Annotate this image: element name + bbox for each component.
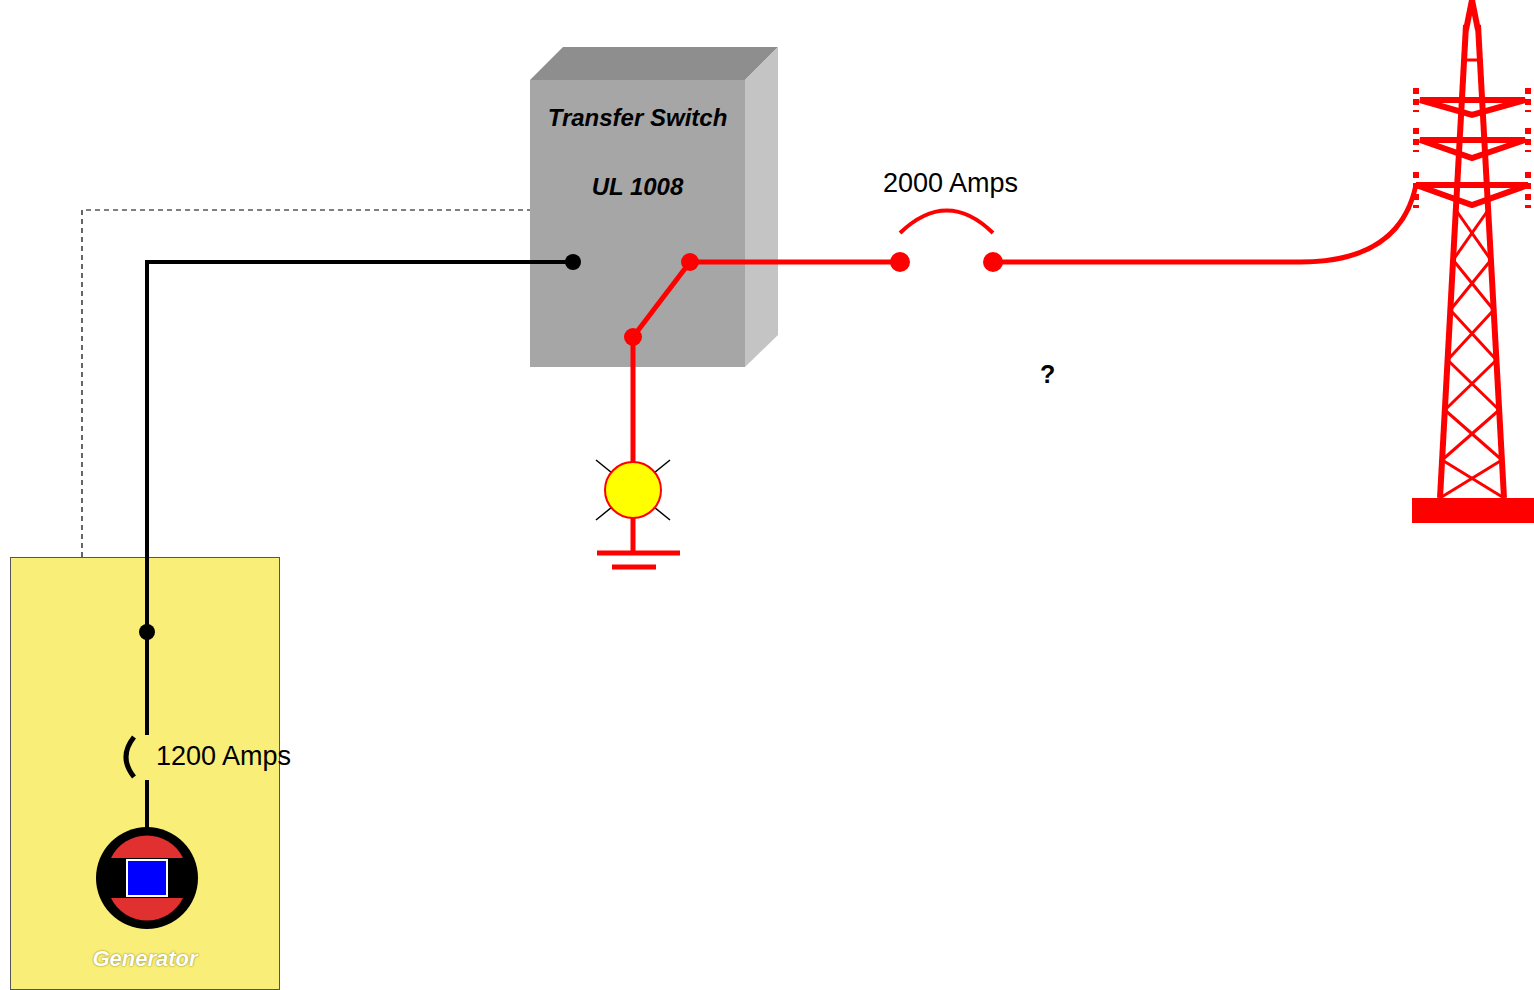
transfer-switch-box: Transfer Switch UL 1008 bbox=[530, 80, 745, 367]
generator-name: Generator bbox=[17, 946, 273, 972]
control-wire bbox=[82, 210, 530, 557]
generator-feeder bbox=[145, 557, 149, 735]
generator-symbol bbox=[96, 827, 198, 929]
switch-blade bbox=[633, 262, 690, 337]
ground-symbol bbox=[597, 551, 680, 556]
standard-label: UL 1008 bbox=[536, 173, 739, 202]
utility-wire bbox=[690, 260, 900, 265]
generator-pole bbox=[111, 898, 183, 921]
ground-wire bbox=[631, 518, 636, 553]
switch-front-face bbox=[530, 80, 745, 367]
generator-lead bbox=[145, 780, 149, 830]
switch-side-face bbox=[745, 47, 778, 367]
transmission-tower bbox=[1412, 0, 1534, 523]
utility-line bbox=[993, 185, 1416, 262]
lamp-ray bbox=[596, 460, 670, 520]
lamp-load bbox=[605, 462, 661, 518]
generator-rotor bbox=[127, 860, 167, 896]
question-mark: ? bbox=[1040, 360, 1055, 389]
switch-top-face bbox=[530, 47, 778, 80]
generator-breaker bbox=[126, 737, 134, 777]
breaker-rating: 2000 Amps bbox=[883, 168, 1018, 199]
ground-symbol bbox=[612, 565, 656, 570]
breaker-terminal bbox=[890, 252, 910, 272]
control-tap-dot bbox=[139, 624, 155, 640]
switch-name: Transfer Switch bbox=[536, 96, 739, 139]
utility-breaker bbox=[900, 211, 993, 234]
load-wire bbox=[631, 337, 636, 462]
generator-terminal bbox=[565, 254, 581, 270]
generator-pole bbox=[111, 835, 183, 858]
generator-box: Generator bbox=[10, 557, 280, 990]
breaker-rating: 1200 Amps bbox=[156, 741, 291, 772]
power-feeder bbox=[147, 262, 530, 557]
lamp-ray bbox=[596, 460, 670, 520]
